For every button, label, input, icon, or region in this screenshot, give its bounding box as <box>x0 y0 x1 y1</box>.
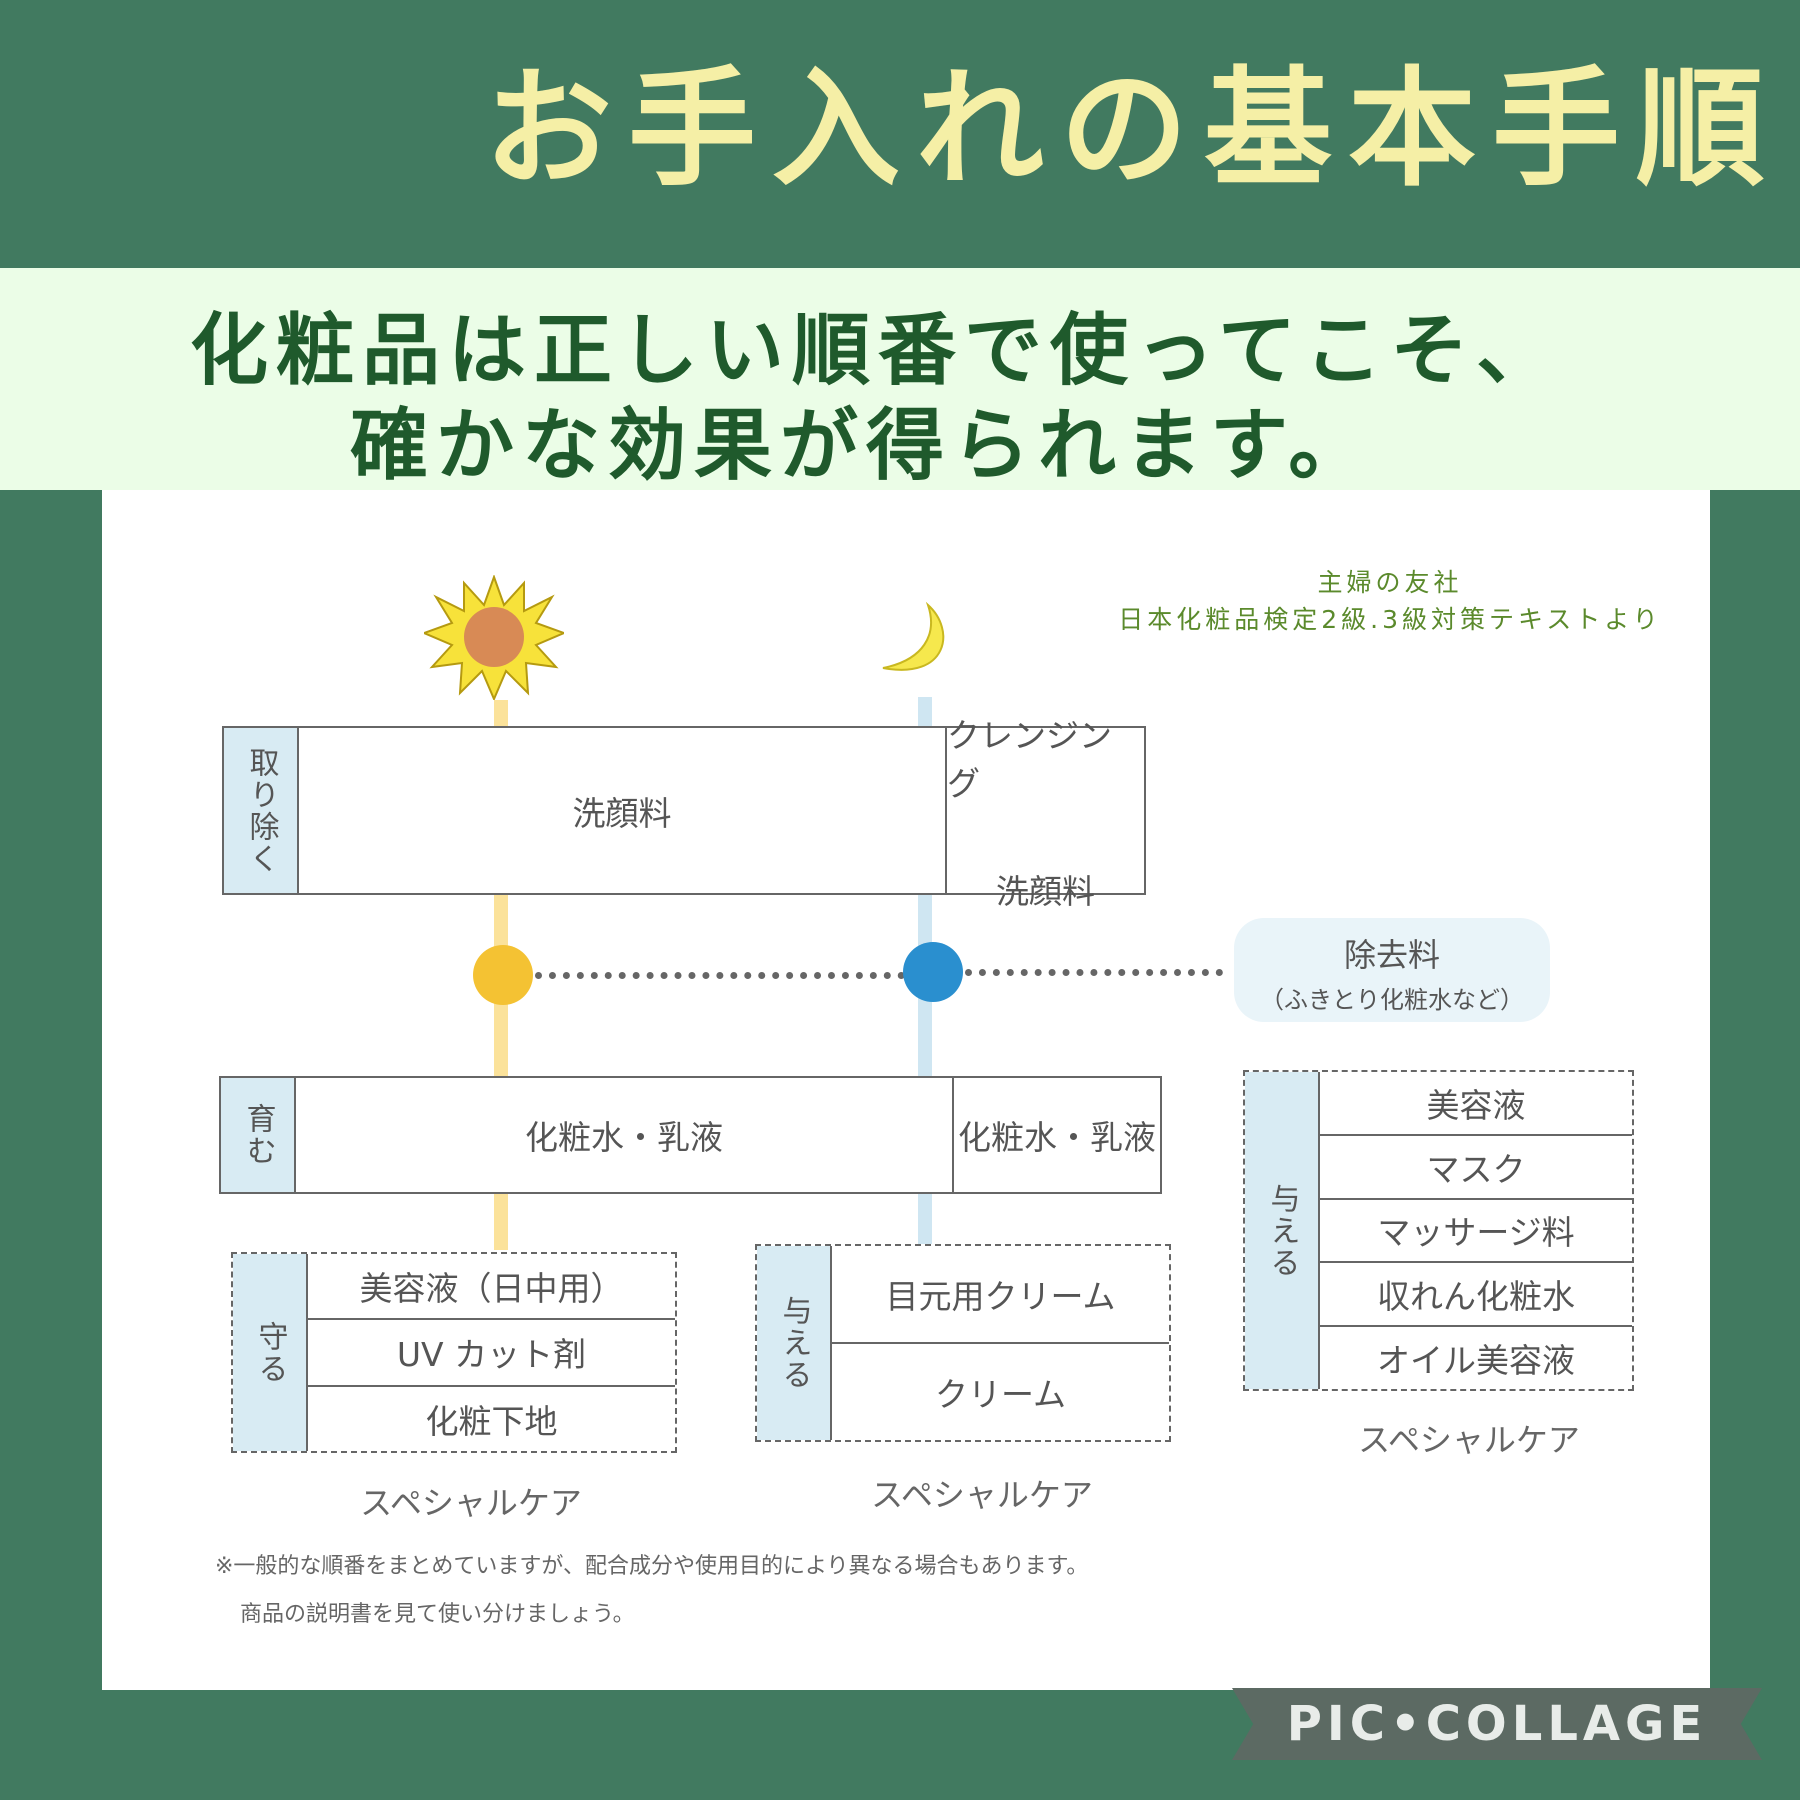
night-remove-cleansing: クレンジング <box>947 715 1112 803</box>
night-dot <box>903 942 963 1002</box>
give-special-label: 与える <box>1245 1072 1320 1389</box>
give-special-caption: スペシャルケア <box>1358 1421 1580 1459</box>
remove-label: 取り除く <box>224 728 299 893</box>
remove-step-box: 取り除く 洗顔料 クレンジング 洗顔料 <box>222 716 1146 911</box>
night-remove-wash: 洗顔料 <box>996 871 1095 911</box>
watermark-logo: PIC•COLLAGE <box>1232 1688 1762 1760</box>
protect-label: 守る <box>233 1254 308 1451</box>
morning-remove-text: 洗顔料 <box>572 793 672 833</box>
morning-nurture-text: 化粧水・乳液 <box>525 1118 723 1157</box>
footnote-line-2: 商品の説明書を見て使い分けましょう。 <box>240 1602 635 1627</box>
protect-item: UV カット剤 <box>308 1320 675 1387</box>
subtitle-band: 化粧品は正しい順番で使ってこそ、 確かな効果が得られます。 <box>0 268 1800 491</box>
give-special-box: 与える 美容液 マスク マッサージ料 収れん化粧水 オイル美容液 <box>1243 1070 1634 1391</box>
dotted-connector <box>965 969 1223 976</box>
morning-remove: 洗顔料 <box>299 728 947 893</box>
give-special-item: オイル美容液 <box>1377 1341 1575 1381</box>
protect-item: 化粧下地 <box>425 1401 558 1441</box>
footnote-line-1: ※一般的な順番をまとめていますが、配合成分や使用目的により異なる場合もあります。 <box>215 1554 1089 1579</box>
morning-dot <box>473 945 533 1005</box>
remover-bubble: 除去料 （ふきとり化粧水など） <box>1234 918 1550 1022</box>
citation-source: 日本化粧品検定2級.3級対策テキストより <box>1118 605 1662 634</box>
give-night-box: 与える 目元用クリーム クリーム <box>755 1244 1171 1442</box>
subtitle-line-2: 確かな効果が得られます。 <box>350 401 1375 491</box>
protect-caption: スペシャルケア <box>360 1484 582 1522</box>
subtitle-line-1: 化粧品は正しい順番で使ってこそ、 <box>190 306 1563 396</box>
remover-detail: （ふきとり化粧水など） <box>1260 986 1524 1014</box>
nurture-step-box: 育む 化粧水・乳液 化粧水・乳液 <box>219 1076 1162 1194</box>
night-nurture-text: 化粧水・乳液 <box>958 1118 1156 1157</box>
nurture-label: 育む <box>221 1078 296 1192</box>
protect-special-box: 守る 美容液（日中用） UV カット剤 化粧下地 <box>231 1252 677 1453</box>
give-night-item: 目元用クリーム <box>832 1246 1169 1344</box>
page-title: お手入れの基本手順 <box>483 55 1780 204</box>
night-remove: クレンジング 洗顔料 <box>947 716 1144 911</box>
give-special-item: 収れん化粧水 <box>1320 1263 1632 1328</box>
citation-publisher: 主婦の友社 <box>1317 568 1463 597</box>
morning-nurture: 化粧水・乳液 <box>296 1078 954 1192</box>
night-nurture: 化粧水・乳液 <box>954 1078 1160 1192</box>
give-special-item: マッサージ料 <box>1320 1200 1632 1264</box>
sun-icon <box>424 575 564 700</box>
moon-icon <box>882 601 945 671</box>
give-special-item: マスク <box>1320 1136 1632 1200</box>
protect-item: 美容液（日中用） <box>308 1254 675 1321</box>
give-night-label: 与える <box>757 1246 832 1440</box>
give-night-caption: スペシャルケア <box>871 1476 1093 1514</box>
remover-title: 除去料 <box>1343 936 1440 974</box>
give-night-item: クリーム <box>934 1375 1066 1414</box>
dotted-connector <box>535 972 905 979</box>
give-special-item: 美容液 <box>1320 1072 1632 1136</box>
